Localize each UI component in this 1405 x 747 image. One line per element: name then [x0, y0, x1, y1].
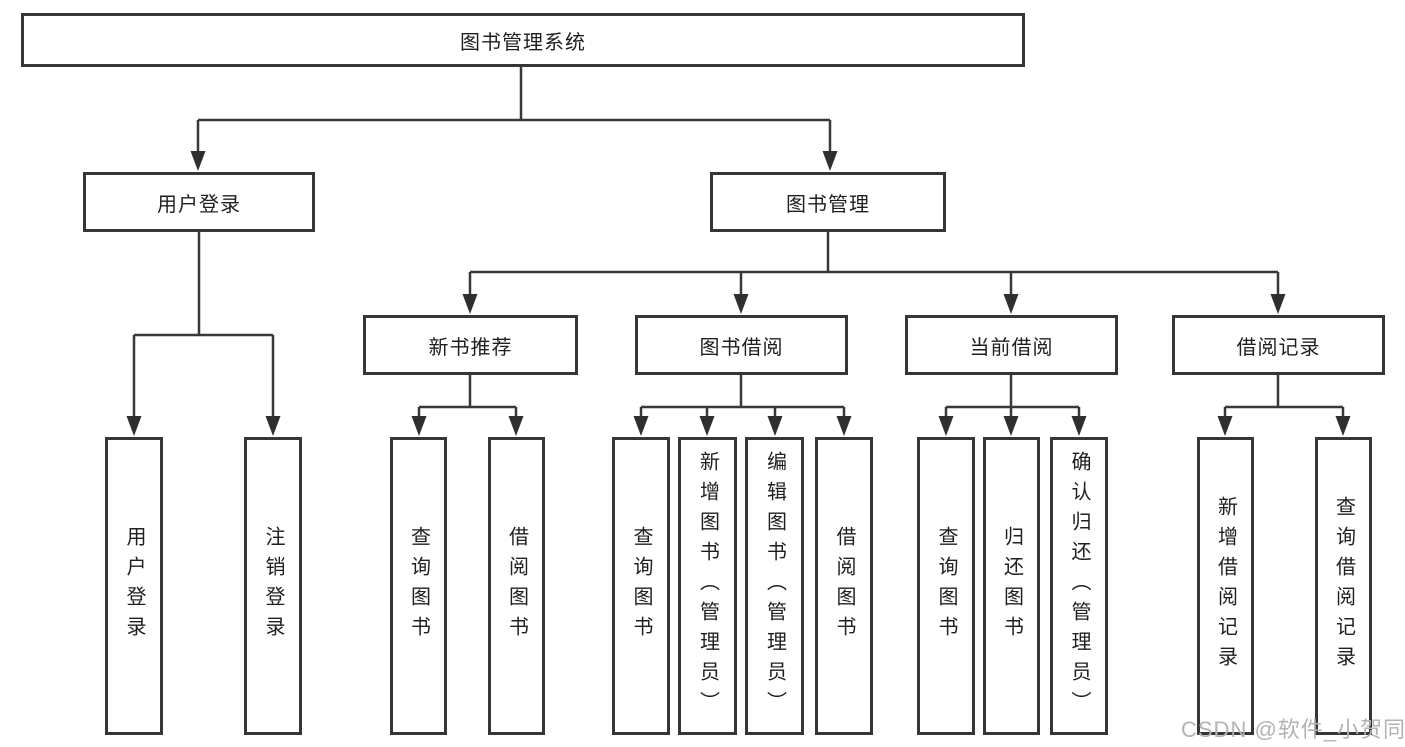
- leaf-label: 借阅图书: [505, 526, 528, 646]
- node-current-borrow: 当前借阅: [905, 315, 1118, 375]
- leaf-label: 用户登录: [123, 526, 145, 646]
- leaf-label: 注销登录: [262, 526, 284, 646]
- connector-borrow-records-children: [1223, 375, 1345, 418]
- leaf-logout: 注销登录: [244, 437, 302, 735]
- leaf-label: 归还图书: [1000, 526, 1023, 646]
- connector-book-borrow-children: [639, 375, 846, 418]
- node-user-login: 用户登录: [83, 172, 315, 232]
- leaf-label: 查询图书: [935, 526, 957, 646]
- leaf-query-books-1: 查询图书: [390, 437, 447, 735]
- leaf-label: 查询图书: [407, 526, 430, 646]
- leaf-label: 借阅图书: [833, 526, 855, 646]
- node-root: 图书管理系统: [21, 13, 1025, 67]
- watermark: CSDN @软件_小贺同学: [1181, 717, 1405, 742]
- leaf-query-books-2: 查询图书: [612, 437, 670, 735]
- connector-user-login-children: [132, 232, 275, 418]
- leaf-add-books-admin: 新增图书（管理员）: [678, 437, 737, 735]
- leaf-label: 确认归还（管理员）: [1068, 451, 1090, 721]
- node-book-mgmt: 图书管理: [710, 172, 946, 232]
- node-borrow-records: 借阅记录: [1172, 315, 1385, 375]
- node-new-book-rec: 新书推荐: [363, 315, 578, 375]
- leaf-edit-books-admin: 编辑图书（管理员）: [745, 437, 804, 735]
- leaf-borrow-books-1: 借阅图书: [488, 437, 545, 735]
- leaf-query-books-3: 查询图书: [917, 437, 975, 735]
- leaf-confirm-return-admin: 确认归还（管理员）: [1050, 437, 1108, 735]
- leaf-query-borrow-record: 查询借阅记录: [1315, 437, 1372, 735]
- leaf-user-login: 用户登录: [105, 437, 163, 735]
- leaf-label: 查询图书: [630, 526, 652, 646]
- leaf-label: 查询借阅记录: [1332, 496, 1355, 676]
- leaf-label: 新增图书（管理员）: [696, 451, 719, 721]
- leaf-label: 新增借阅记录: [1214, 496, 1237, 676]
- connector-new-book-children: [417, 375, 518, 418]
- leaf-label: 编辑图书（管理员）: [763, 451, 786, 721]
- connector-root-to-level2: [196, 67, 832, 154]
- leaf-add-borrow-record: 新增借阅记录: [1197, 437, 1254, 735]
- node-book-borrow: 图书借阅: [635, 315, 848, 375]
- connector-current-borrow-children: [944, 375, 1081, 418]
- leaf-return-books: 归还图书: [983, 437, 1040, 735]
- leaf-borrow-books-2: 借阅图书: [815, 437, 873, 735]
- connector-book-mgmt-children: [468, 232, 1280, 296]
